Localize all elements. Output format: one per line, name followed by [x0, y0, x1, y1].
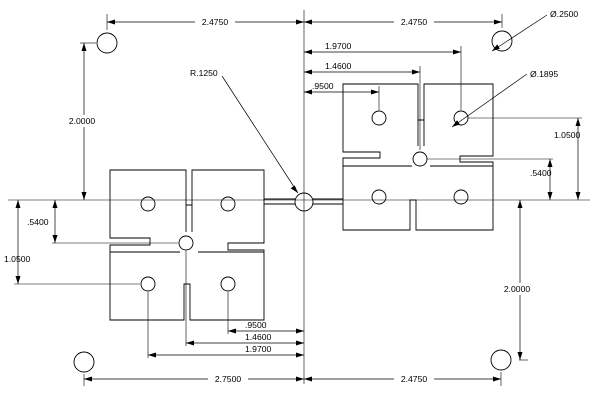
left-pad-cluster [109, 169, 265, 321]
mounting-hole-top-left [96, 32, 118, 54]
right-pad-outline [342, 83, 494, 231]
label-right-0950: .9500 [312, 81, 334, 91]
label-right-vertical-height: 2.0000 [504, 284, 531, 294]
right-pad-hole-4 [453, 189, 469, 205]
left-pad-hole-2 [220, 196, 236, 212]
leader-center-radius [221, 75, 299, 194]
label-right-1460: 1.4600 [325, 61, 352, 71]
label-center-radius: R.1250 [190, 68, 218, 78]
mounting-hole-bottom-right [490, 349, 512, 371]
label-top-left-width: 2.4750 [202, 17, 229, 27]
left-pad-outline [109, 169, 265, 321]
right-pad-hole-3 [371, 189, 387, 205]
label-right-1970: 1.9700 [325, 41, 352, 51]
leader-lines [221, 14, 548, 194]
label-left-0540: .5400 [27, 217, 49, 227]
dimension-lines [17, 21, 579, 380]
label-left-0950: .9500 [245, 320, 267, 330]
label-left-1050: 1.0500 [4, 254, 31, 264]
center-hole [294, 192, 314, 212]
arrowheads [15, 19, 581, 382]
label-left-vertical-height: 2.0000 [69, 116, 96, 126]
center-hub [264, 192, 343, 212]
left-pad-hole-1 [140, 196, 156, 212]
dimension-labels: 2.4750 2.4750 2.7500 2.4750 2.0000 2.000… [4, 9, 581, 385]
right-pad-cluster [342, 83, 494, 231]
label-right-0540: .5400 [530, 168, 552, 178]
left-pad-hole-center [178, 235, 194, 251]
leader-mounting-hole [491, 14, 548, 52]
label-bottom-right-width: 2.4750 [401, 374, 428, 384]
label-top-right-width: 2.4750 [401, 17, 428, 27]
left-pad-hole-3 [140, 276, 156, 292]
label-bottom-left-width: 2.7500 [215, 374, 242, 384]
label-left-1460: 1.4600 [245, 332, 272, 342]
left-pad-hole-4 [220, 276, 236, 292]
leader-pad-hole [451, 73, 528, 128]
extension-lines [14, 14, 582, 386]
right-pad-hole-1 [371, 110, 387, 126]
mounting-hole-bottom-left [73, 351, 95, 373]
mounting-holes [73, 30, 513, 373]
label-pad-hole-dia: Ø.1895 [530, 69, 558, 79]
label-right-1050: 1.0500 [554, 130, 581, 140]
label-left-1970: 1.9700 [245, 344, 272, 354]
mounting-hole-top-right [491, 30, 513, 52]
label-mounting-hole-dia: Ø.2500 [550, 9, 578, 19]
